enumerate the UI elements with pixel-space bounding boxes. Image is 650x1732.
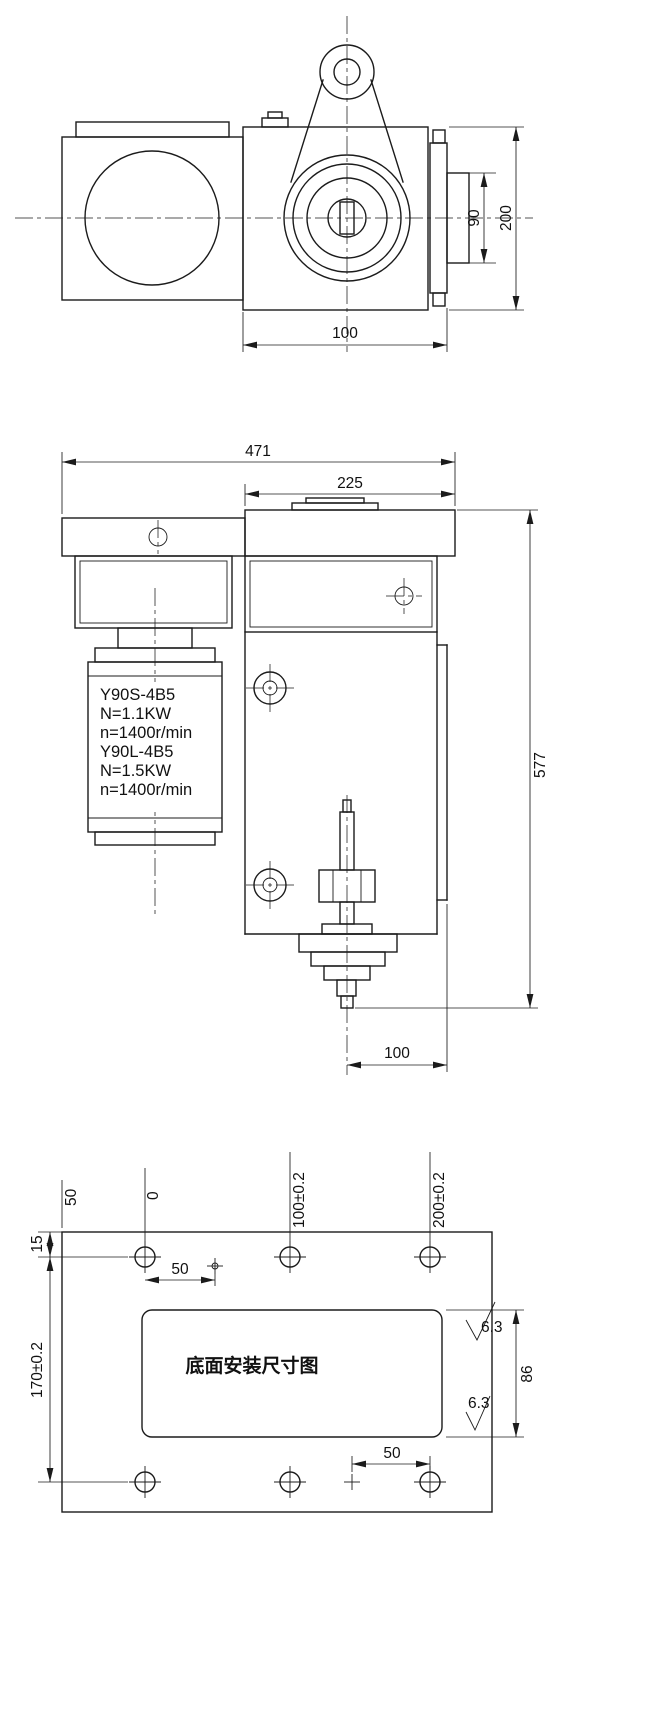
roughness-top-label: 6.3 — [481, 1319, 503, 1336]
front-view-dimensions: 471 225 577 100 — [61, 443, 549, 1072]
dim-15-label: 15 — [29, 1235, 46, 1252]
upper-boss — [253, 671, 287, 705]
dim-170-tol-label: 170±0.2 — [29, 1342, 46, 1398]
lower-boss — [253, 868, 287, 902]
dim-ref-0-label: 0 — [145, 1191, 162, 1200]
dim-bottom-50-label: 50 — [383, 1445, 401, 1462]
bottom-view-holes — [129, 1241, 446, 1498]
dim-90-label: 90 — [466, 209, 483, 227]
dim-100-label: 100 — [332, 325, 358, 342]
dim-471-label: 471 — [245, 443, 271, 460]
motor-line-4: Y90L-4B5 — [100, 743, 173, 761]
motor-line-2: N=1.1KW — [100, 705, 171, 723]
lever-silhouette-circle — [283, 154, 411, 282]
dim-200-tol-label: 200±0.2 — [431, 1172, 448, 1228]
motor-line-1: Y90S-4B5 — [100, 686, 175, 704]
dim-577-label: 577 — [532, 752, 549, 778]
dim-inner-50-label: 50 — [171, 1261, 189, 1278]
shaft-bore-circle — [327, 198, 367, 238]
lever-hole-circle — [333, 58, 361, 86]
mount-slot — [141, 1309, 443, 1438]
bottom-view-dimensions: 50 0 100±0.2 200±0.2 50 15 170±0.2 86 — [29, 1152, 536, 1483]
dim-100-tol-label: 100±0.2 — [291, 1172, 308, 1228]
top-flange — [244, 509, 456, 557]
bottom-view-outline — [61, 1231, 493, 1513]
top-view-centerlines — [15, 16, 533, 352]
roughness-bottom-label: 6.3 — [468, 1395, 490, 1412]
dim-200-label: 200 — [498, 205, 515, 231]
motor-line-3: n=1400r/min — [100, 724, 192, 742]
left-bore-circle — [84, 150, 220, 286]
dim-86-label: 86 — [519, 1365, 536, 1382]
surface-roughness-symbols: 6.3 6.3 — [465, 1301, 503, 1432]
keyway — [339, 201, 355, 235]
side-block — [446, 172, 470, 264]
top-view-dimensions: 90 200 100 — [242, 126, 524, 352]
motor-label: Y90S-4B5 N=1.1KW n=1400r/min Y90L-4B5 N=… — [100, 686, 192, 799]
top-view: 90 200 100 — [15, 16, 533, 352]
motor-bottom-cap — [94, 831, 216, 846]
top-left-plate — [61, 517, 246, 557]
pulley-outer-circle — [292, 163, 402, 273]
roughness-check-bottom-icon — [465, 1395, 491, 1432]
roughness-check-top-icon — [465, 1301, 496, 1341]
top-view-outline — [61, 44, 470, 311]
bottom-mount-view: 底面安装尺寸图 50 0 100±0.2 200±0.2 50 15 170±0… — [29, 1152, 536, 1513]
motor-line-6: n=1400r/min — [100, 781, 192, 799]
dim-edge-50-label: 50 — [63, 1188, 80, 1206]
flange-bolt — [148, 527, 168, 547]
dim-225-label: 225 — [337, 475, 363, 492]
base-plate — [61, 1231, 493, 1513]
front-view: Y90S-4B5 N=1.1KW n=1400r/min Y90L-4B5 N=… — [61, 443, 549, 1075]
lever-boss-circle — [319, 44, 375, 100]
motor-line-5: N=1.5KW — [100, 762, 171, 780]
side-bolt — [394, 586, 414, 606]
front-view-outline — [61, 497, 456, 1009]
dim-front-100-label: 100 — [384, 1045, 410, 1062]
pulley-inner-circle — [306, 177, 388, 259]
bottom-view-title: 底面安装尺寸图 — [185, 1354, 318, 1377]
